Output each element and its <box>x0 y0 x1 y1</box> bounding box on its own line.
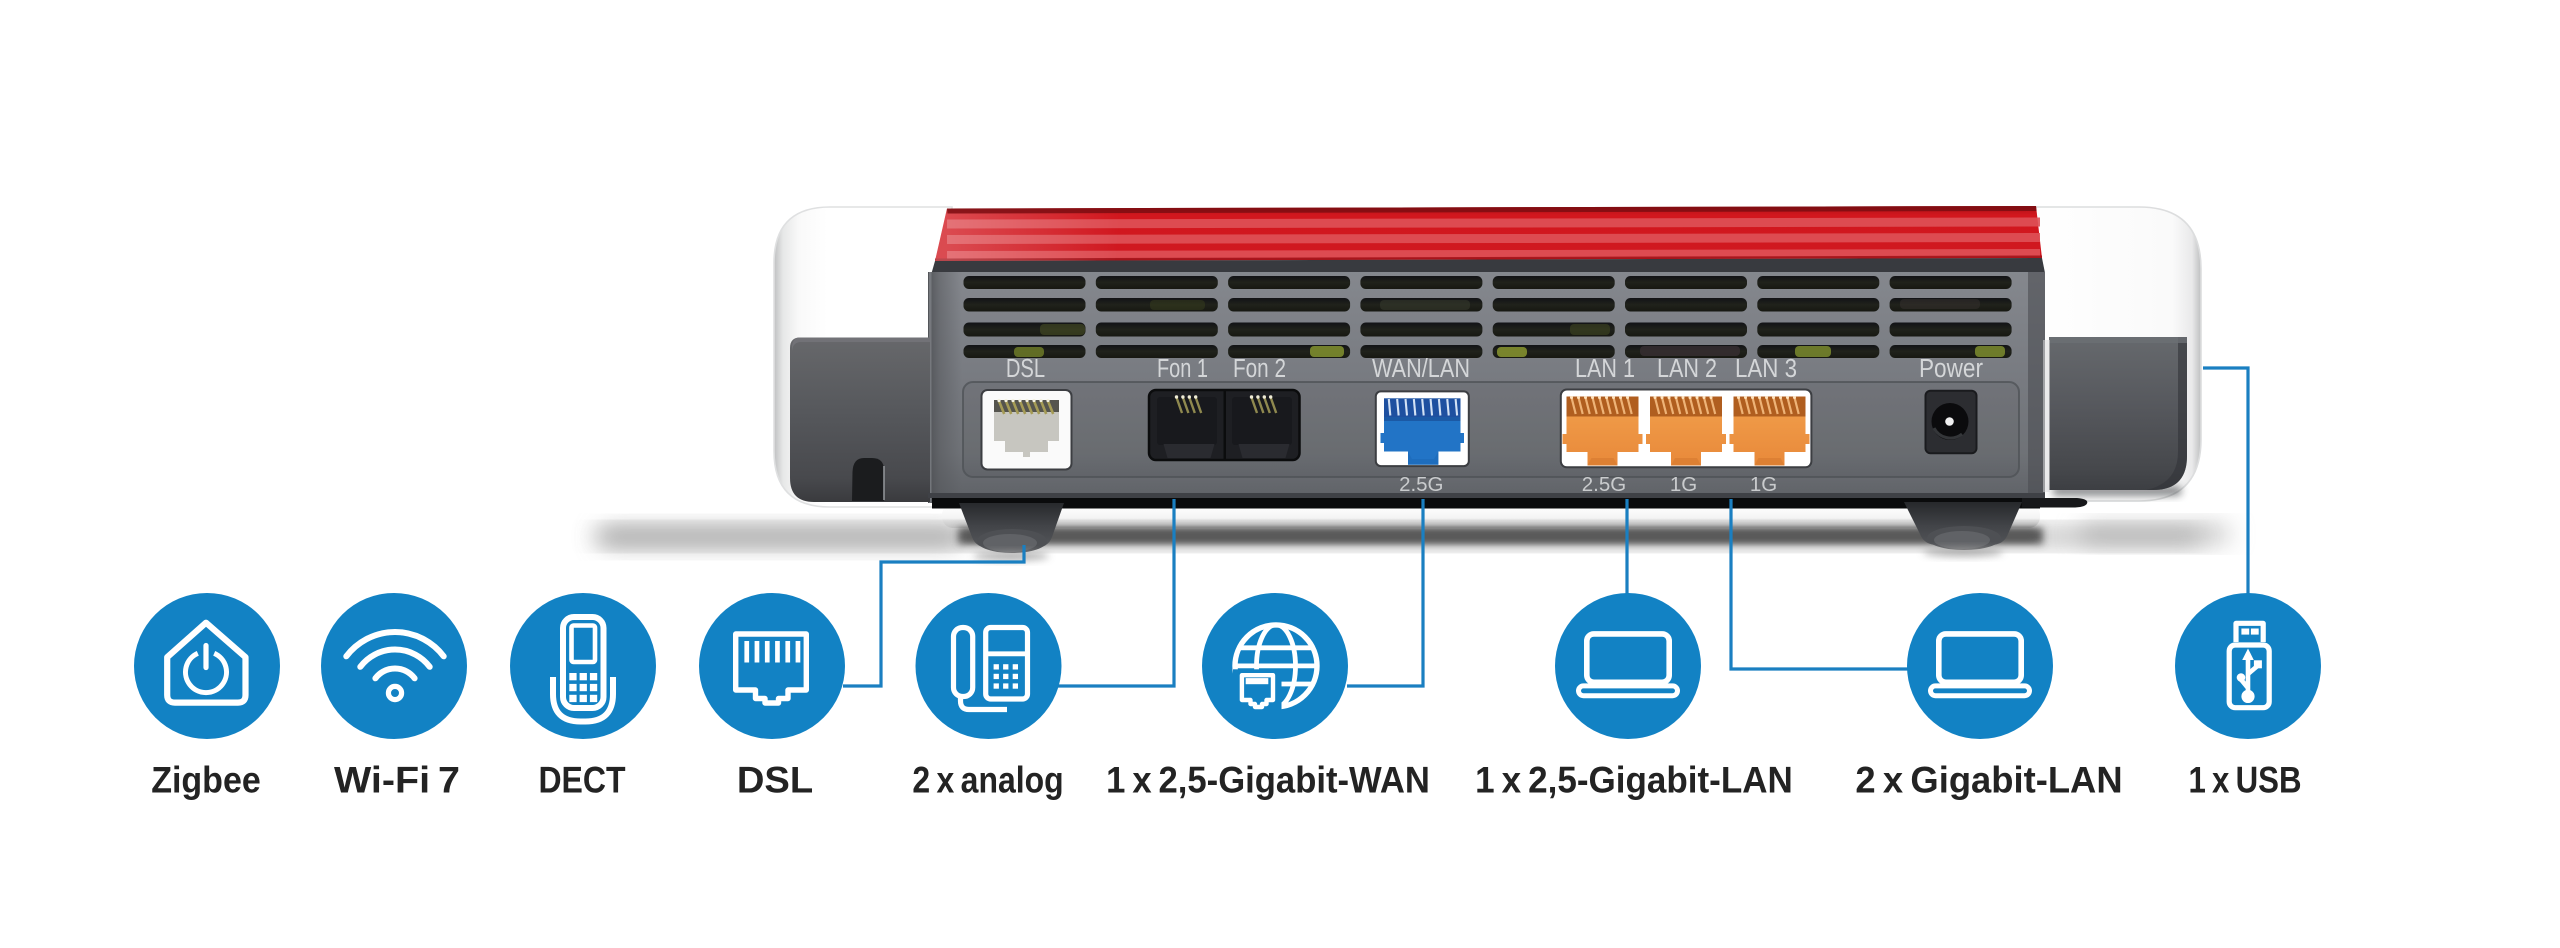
svg-text:WAN/LAN: WAN/LAN <box>1372 355 1470 383</box>
svg-text:1G: 1G <box>1670 473 1697 496</box>
svg-text:LAN 3: LAN 3 <box>1735 355 1797 383</box>
svg-text:2 x Gigabit-LAN: 2 x Gigabit-LAN <box>1855 760 2122 801</box>
svg-text:LAN 2: LAN 2 <box>1657 355 1717 383</box>
svg-text:Fon 2: Fon 2 <box>1233 355 1286 383</box>
svg-text:DSL: DSL <box>1006 355 1045 383</box>
svg-text:Wi-Fi 7: Wi-Fi 7 <box>334 760 460 801</box>
svg-text:2 x analog: 2 x analog <box>912 760 1063 801</box>
svg-text:DSL: DSL <box>737 760 813 801</box>
svg-text:Zigbee: Zigbee <box>151 760 261 801</box>
svg-text:2.5G: 2.5G <box>1399 473 1443 496</box>
svg-text:1 x USB: 1 x USB <box>2188 760 2301 801</box>
svg-text:DECT: DECT <box>538 760 625 801</box>
svg-text:1 x 2,5-Gigabit-LAN: 1 x 2,5-Gigabit-LAN <box>1475 760 1793 801</box>
svg-text:1G: 1G <box>1750 473 1777 496</box>
svg-text:1 x 2,5-Gigabit-WAN: 1 x 2,5-Gigabit-WAN <box>1106 760 1430 801</box>
svg-text:2.5G: 2.5G <box>1582 473 1626 496</box>
svg-text:LAN 1: LAN 1 <box>1575 355 1635 383</box>
svg-text:Fon 1: Fon 1 <box>1157 355 1208 383</box>
svg-text:Power: Power <box>1919 355 1983 383</box>
